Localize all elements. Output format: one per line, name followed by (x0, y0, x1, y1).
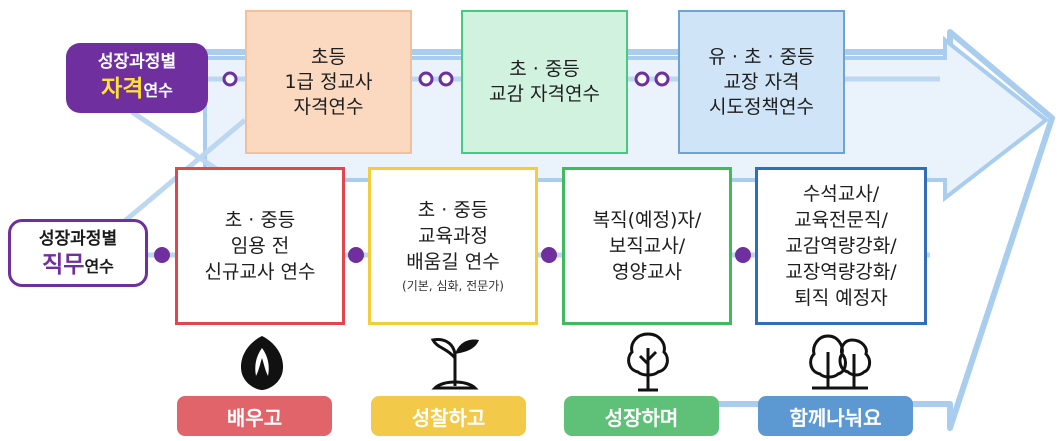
course-box-returning-teachers: 복직(예정)자/ 보직교사/ 영양교사 (562, 167, 732, 325)
course-line: 초 · 중등 (224, 209, 296, 231)
label-line: 성장과정별 (97, 52, 177, 72)
qualification-training-label: 성장과정별 자격연수 (66, 43, 208, 113)
stage-pill-learn: 배우고 (177, 396, 332, 436)
sprout-icon (430, 338, 479, 390)
course-line: 교장역량강화/ (785, 261, 897, 283)
label-line: 성장과정별 (38, 229, 118, 249)
course-line: 보직교사/ (608, 235, 686, 257)
filled-dot (541, 247, 557, 263)
course-line: 초 · 중등 (509, 58, 580, 80)
course-line: 복직(예정)자/ (592, 209, 702, 231)
filled-dot (348, 247, 364, 263)
course-box-curriculum: 초 · 중등 교육과정 배움길 연수 (기본, 심화, 전문가) (368, 167, 538, 325)
course-line: 수석교사/ (802, 183, 880, 205)
stage-pill-grow: 성장하며 (564, 396, 719, 436)
course-line: 교감 자격연수 (489, 83, 600, 105)
course-line: 시도정책연수 (709, 95, 814, 118)
course-line: 초 · 중등 (417, 199, 489, 221)
stage-pill-reflect: 성찰하고 (371, 396, 526, 436)
course-line: 교장 자격 (723, 70, 800, 93)
label-suffix: 연수 (84, 257, 114, 276)
ring-dot (654, 71, 670, 87)
course-note: (기본, 심화, 전문가) (402, 279, 504, 293)
filled-dot (735, 247, 751, 263)
course-line: 영양교사 (612, 261, 682, 283)
ring-dot (418, 71, 434, 87)
course-line: 배움길 연수 (406, 251, 500, 273)
label-suffix: 연수 (143, 81, 173, 100)
course-line: 유 · 초 · 중등 (708, 45, 815, 68)
course-line: 교육과정 (418, 225, 488, 247)
course-box-elementary-teacher-qualification: 초등 1급 정교사 자격연수 (245, 10, 412, 154)
seed-icon (240, 336, 284, 390)
course-box-principal-qualification: 유 · 초 · 중등 교장 자격 시도정책연수 (678, 10, 845, 154)
label-keyword: 자격 (101, 76, 144, 102)
course-line: 초등 (311, 45, 346, 68)
tree-icon (627, 332, 669, 392)
filled-dot (154, 247, 170, 263)
stage-pill-share: 함께나눠요 (758, 396, 913, 436)
course-line: 퇴직 예정자 (794, 287, 888, 309)
forest-icon (809, 334, 872, 390)
course-line: 임용 전 (230, 235, 290, 257)
course-line: 신규교사 연수 (204, 261, 316, 283)
ring-dot (222, 71, 238, 87)
label-keyword: 직무 (42, 252, 85, 278)
ring-dot (634, 71, 650, 87)
course-box-new-teacher: 초 · 중등 임용 전 신규교사 연수 (175, 167, 345, 325)
course-box-vice-principal-qualification: 초 · 중등 교감 자격연수 (461, 10, 628, 154)
course-box-leadership: 수석교사/ 교육전문직/ 교감역량강화/ 교장역량강화/ 퇴직 예정자 (755, 167, 927, 325)
course-line: 자격연수 (293, 95, 364, 118)
duty-training-label: 성장과정별 직무연수 (8, 219, 148, 287)
course-line: 1급 정교사 (284, 70, 373, 93)
ring-dot (438, 71, 454, 87)
course-line: 교육전문직/ (794, 209, 888, 231)
course-line: 교감역량강화/ (785, 235, 897, 257)
